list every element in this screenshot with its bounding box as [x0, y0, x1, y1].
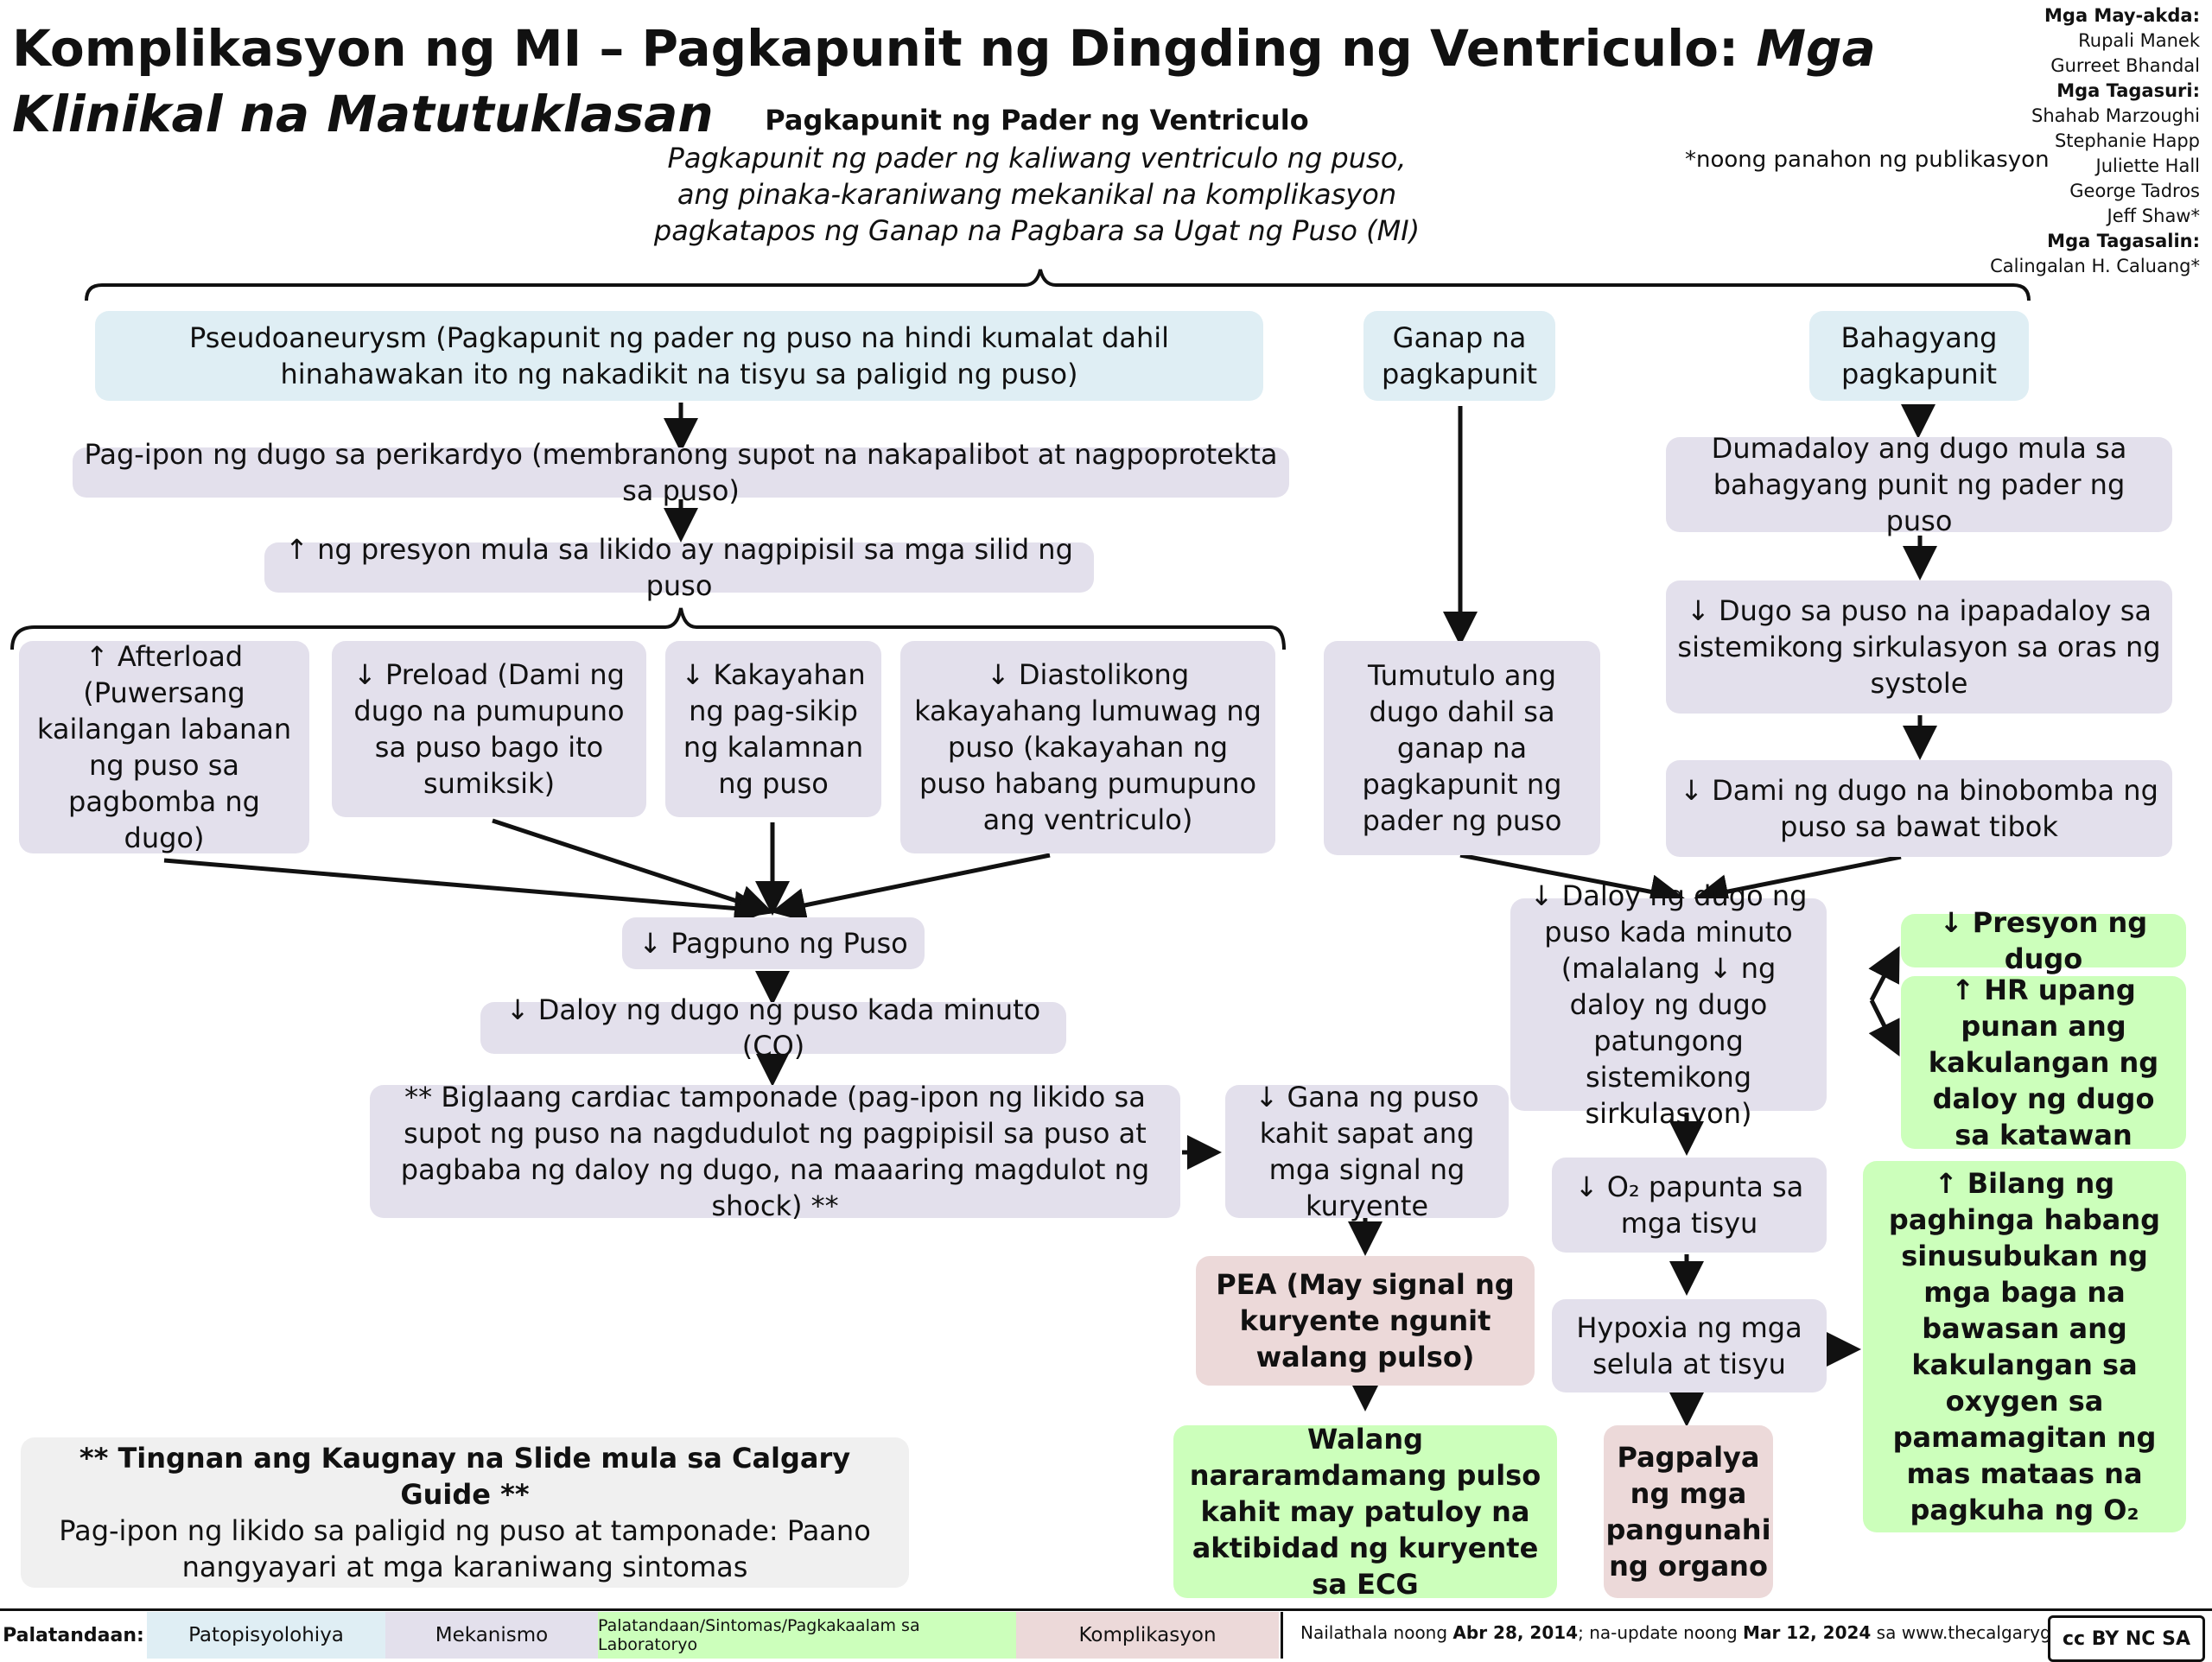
- updated-date: Mar 12, 2024: [1743, 1622, 1872, 1643]
- reviewers-label: Mga Tagasuri:: [2056, 80, 2200, 101]
- bahagyang-pagkapunit-box: Bahagyang pagkapunit: [1809, 311, 2029, 401]
- related-slide-note: ** Tingnan ang Kaugnay na Slide mula sa …: [21, 1437, 909, 1588]
- arrow: [1868, 946, 1900, 1002]
- top-brace: [85, 269, 2031, 301]
- reviewer-name: Jeff Shaw*: [2107, 206, 2200, 226]
- site-prefix: sa: [1871, 1622, 1902, 1643]
- tumutulo-box: Tumutulo ang dugo dahil sa ganap na pagk…: [1324, 641, 1600, 855]
- translators-label: Mga Tagasalin:: [2047, 231, 2200, 251]
- kakayahan-box: ↓ Kakayahan ng pag-sikip ng kalamnan ng …: [665, 641, 881, 817]
- pagpuno-box: ↓ Pagpuno ng Puso: [622, 917, 925, 969]
- legend-label: Palatandaan:: [3, 1624, 144, 1646]
- published-prefix: Nailathala noong: [1300, 1622, 1453, 1643]
- pseudoaneurysm-box: Pseudoaneurysm (Pagkapunit ng pader ng p…: [95, 311, 1263, 401]
- diagram-description: Pagkapunit ng pader ng kaliwang ventricu…: [653, 142, 1421, 247]
- o2-box: ↓ O₂ papunta sa mga tisyu: [1552, 1158, 1827, 1253]
- page-title: Komplikasyon ng MI – Pagkapunit ng Dingd…: [12, 16, 1913, 147]
- presyon-box: ↑ ng presyon mula sa likido ay nagpipisi…: [264, 533, 1094, 602]
- dami-box: ↓ Dami ng dugo na binobomba ng puso sa b…: [1666, 760, 2172, 857]
- arrow: [492, 818, 774, 919]
- title-italic: Mga Klinikal na Matutuklasan: [12, 19, 1876, 143]
- arrow: [163, 858, 769, 926]
- reviewer-name: Juliette Hall: [2095, 155, 2200, 176]
- pea-box: PEA (May signal ng kuryente ngunit walan…: [1196, 1256, 1535, 1386]
- arrow: [1868, 999, 1900, 1056]
- legend-bar: [0, 1608, 2212, 1659]
- published-date: Abr 28, 2014: [1452, 1622, 1579, 1643]
- reviewer-name: Stephanie Happ: [2054, 130, 2200, 151]
- diastolikong-box: ↓ Diastolikong kakayahang lumuwag ng pus…: [900, 641, 1275, 853]
- note-title: ** Tingnan ang Kaugnay na Slide mula sa …: [79, 1442, 851, 1511]
- updated-prefix: ; na-update noong: [1578, 1622, 1744, 1643]
- legend-divider: [1281, 1612, 1283, 1659]
- pericardyo-box: Pag-ipon ng dugo sa perikardyo (membrano…: [73, 438, 1289, 507]
- co-box: ↓ Daloy ng dugo ng puso kada minuto (CO): [480, 993, 1066, 1063]
- publication-info: Nailathala noong Abr 28, 2014; na-update…: [1300, 1622, 2131, 1643]
- arrow: [771, 853, 1051, 923]
- title-main: Komplikasyon ng MI – Pagkapunit ng Dingd…: [12, 19, 1757, 78]
- translator-name: Calingalan H. Caluang*: [1990, 256, 2200, 276]
- legend-complication: Komplikasyon: [1016, 1612, 1279, 1659]
- legend-sign-symptom: Palatandaan/Sintomas/Pagkakaalam sa Labo…: [598, 1612, 1016, 1659]
- legend-pathophysiology: Patopisyolohiya: [147, 1612, 385, 1659]
- note-body: Pag-ipon ng likido sa paligid ng puso at…: [59, 1514, 871, 1583]
- preload-box: ↓ Preload (Dami ng dugo na pumupuno sa p…: [332, 641, 646, 817]
- gana-box: ↓ Gana ng puso kahit sapat ang mga signa…: [1225, 1081, 1509, 1222]
- authors-label: Mga May-akda:: [2044, 5, 2200, 26]
- tamponade-box: ** Biglaang cardiac tamponade (pag-ipon …: [370, 1081, 1180, 1222]
- arrow: [1694, 854, 1902, 909]
- reviewer-name: George Tadros: [2069, 181, 2200, 201]
- pagpalya-box: Pagpalya ng mga pangunahi ng organo: [1604, 1425, 1773, 1598]
- creative-commons-license-icon: cc BY NC SA: [2048, 1615, 2205, 1662]
- bilang-paghinga-box: ↑ Bilang ng paghinga habang sinusubukan …: [1863, 1161, 2186, 1532]
- legend-mechanism: Mekanismo: [385, 1612, 598, 1659]
- diagram-subtitle: Pagkapunit ng Pader ng Ventriculo: [765, 104, 1309, 136]
- arrow: [1459, 853, 1685, 909]
- afterload-box: ↑ Afterload (Puwersang kailangan labanan…: [19, 640, 309, 854]
- reviewer-name: Shahab Marzoughi: [2031, 105, 2200, 126]
- dumadaloy-box: Dumadaloy ang dugo mula sa bahagyang pun…: [1666, 432, 2172, 537]
- daloy-minuto-box: ↓ Daloy ng dugo ng puso kada minuto (mal…: [1510, 879, 1827, 1130]
- dugo-systole-box: ↓ Dugo sa puso na ipapadaloy sa sistemik…: [1666, 580, 2172, 714]
- middle-brace: [10, 607, 1286, 650]
- walang-pulso-box: Walang nararamdamang pulso kahit may pat…: [1173, 1423, 1557, 1601]
- ganap-na-pagkapunit-box: Ganap na pagkapunit: [1363, 311, 1555, 401]
- credits: Mga May-akda: Rupali Manek Gurreet Bhand…: [1941, 3, 2200, 279]
- author-name: Gurreet Bhandal: [2050, 55, 2200, 76]
- presyon-dugo-box: ↓ Presyon ng dugo: [1901, 906, 2186, 975]
- publication-note: *noong panahon ng publikasyon: [1685, 147, 2050, 173]
- hr-box: ↑ HR upang punan ang kakulangan ng daloy…: [1901, 974, 2186, 1151]
- hypoxia-box: Hypoxia ng mga selula at tisyu: [1552, 1299, 1827, 1392]
- author-name: Rupali Manek: [2078, 30, 2200, 51]
